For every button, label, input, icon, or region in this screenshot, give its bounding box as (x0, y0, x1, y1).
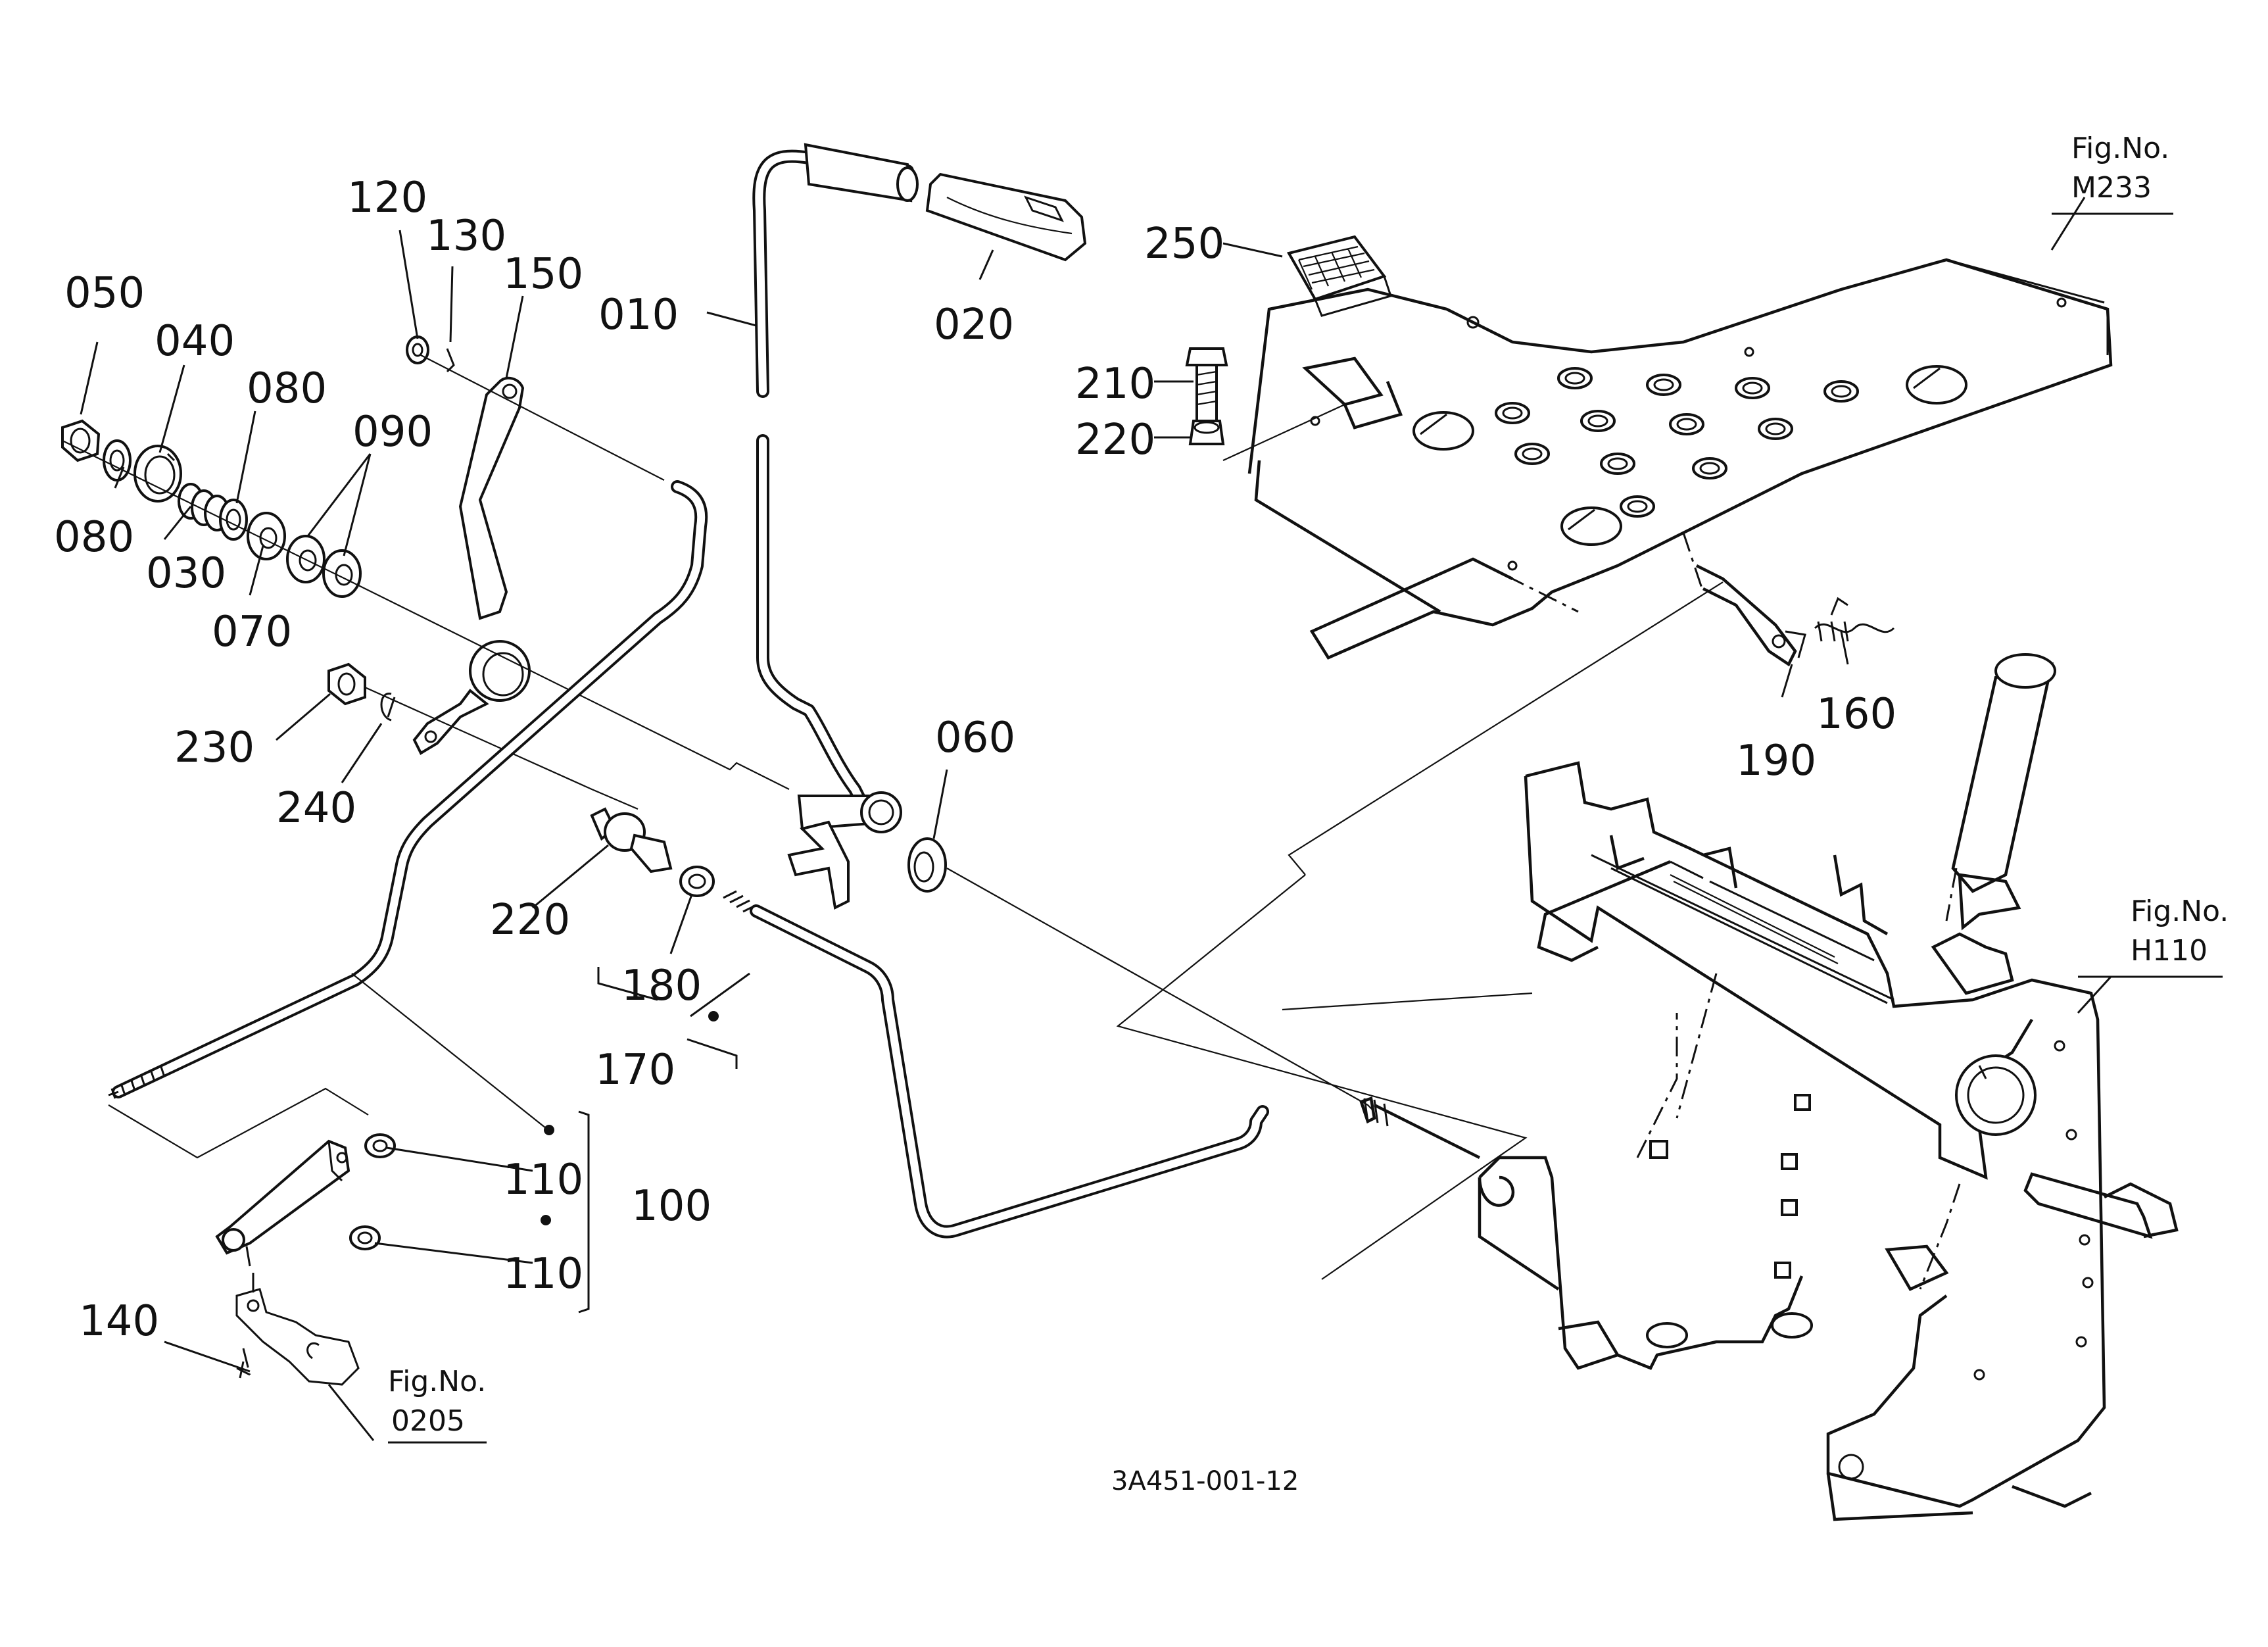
washer-090b (322, 549, 362, 598)
callout-240: 240 (276, 784, 356, 833)
shaft-axis-left (62, 440, 790, 790)
stud-shaft (1359, 1096, 1481, 1160)
guide-lines-left (108, 973, 546, 1159)
callout-090: 090 (352, 408, 433, 456)
callout-140: 140 (79, 1297, 159, 1346)
washer-060 (907, 837, 947, 893)
bracket-190 (1695, 564, 1806, 667)
bracket-170 (597, 967, 738, 1069)
washer-080a (103, 439, 132, 481)
chassis-frame (1478, 653, 2179, 1521)
floor-plate (1247, 258, 2113, 660)
callout-010: 010 (598, 291, 679, 339)
nut-230 (327, 662, 366, 706)
callout-leaders (80, 197, 2112, 1441)
callout-110-top: 110 (503, 1156, 583, 1204)
callout-030: 030 (146, 549, 226, 598)
washer-080b (219, 499, 248, 541)
callout-020: 020 (934, 301, 1014, 349)
leader-dot (544, 1125, 554, 1135)
callout-230: 230 (174, 724, 254, 772)
shaft-axis-pivot (364, 686, 639, 810)
link-100 (215, 1133, 396, 1267)
washer-120 (406, 335, 429, 364)
ball-joint-220 (590, 807, 673, 873)
rod-170 (723, 890, 1269, 1239)
spring-030 (178, 483, 230, 531)
document-code: 3A451-001-12 (1111, 1466, 1299, 1496)
nut-180 (679, 866, 715, 897)
bolt-200 (1185, 347, 1228, 445)
callout-070: 070 (212, 608, 292, 656)
arm-upper-line (420, 355, 665, 481)
grip-020 (925, 172, 1087, 262)
fig-0205-line1: Fig.No. (388, 1365, 486, 1398)
stud-thread (1363, 1098, 1389, 1127)
pedal-pad-250 (1286, 235, 1392, 317)
callout-160: 160 (1816, 690, 1896, 739)
nut-050 (61, 419, 101, 462)
callout-110-bottom: 110 (503, 1250, 583, 1298)
callout-080-top: 080 (247, 364, 327, 413)
callout-190: 190 (1736, 737, 1816, 785)
bracket-100 (578, 1110, 590, 1314)
spring-160 (1814, 597, 1895, 642)
callout-120: 120 (347, 174, 427, 222)
lever-0205 (235, 1273, 360, 1386)
callout-170: 170 (595, 1046, 675, 1094)
pin-130 (446, 348, 455, 373)
fig-h110-line2: H110 (2131, 934, 2208, 968)
guide-lines-center (1116, 581, 1724, 1280)
callout-210: 220 (1075, 416, 1155, 464)
leader-dot (708, 1011, 719, 1021)
guide-lines-mid (1282, 992, 1533, 1011)
arm-150 (412, 376, 531, 755)
fig-0205-line2: 0205 (391, 1404, 465, 1438)
fig-m233-line1: Fig.No. (2071, 132, 2169, 165)
lever-010 (752, 143, 919, 910)
callout-220: 220 (490, 896, 570, 945)
callout-200: 210 (1075, 360, 1155, 408)
leader-dot (541, 1215, 551, 1225)
shaft-axis-washer (946, 868, 1375, 1112)
callout-080-bottom: 080 (54, 513, 134, 562)
callout-100: 100 (631, 1182, 712, 1231)
callout-250: 250 (1144, 220, 1224, 268)
guide-lines-fig-arm (1222, 404, 1345, 461)
callout-150: 150 (503, 250, 583, 299)
callout-180: 180 (621, 962, 702, 1010)
callout-060: 060 (935, 714, 1015, 762)
fig-m233-line2: M233 (2071, 171, 2152, 205)
callout-040: 040 (155, 317, 235, 366)
callout-130: 130 (426, 212, 506, 260)
washer-070 (247, 512, 286, 560)
plate-holes (1310, 297, 2067, 571)
rod-long (108, 480, 708, 1099)
callout-050: 050 (64, 269, 145, 318)
bushing-040 (133, 445, 182, 503)
fig-h110-line1: Fig.No. (2131, 895, 2229, 928)
